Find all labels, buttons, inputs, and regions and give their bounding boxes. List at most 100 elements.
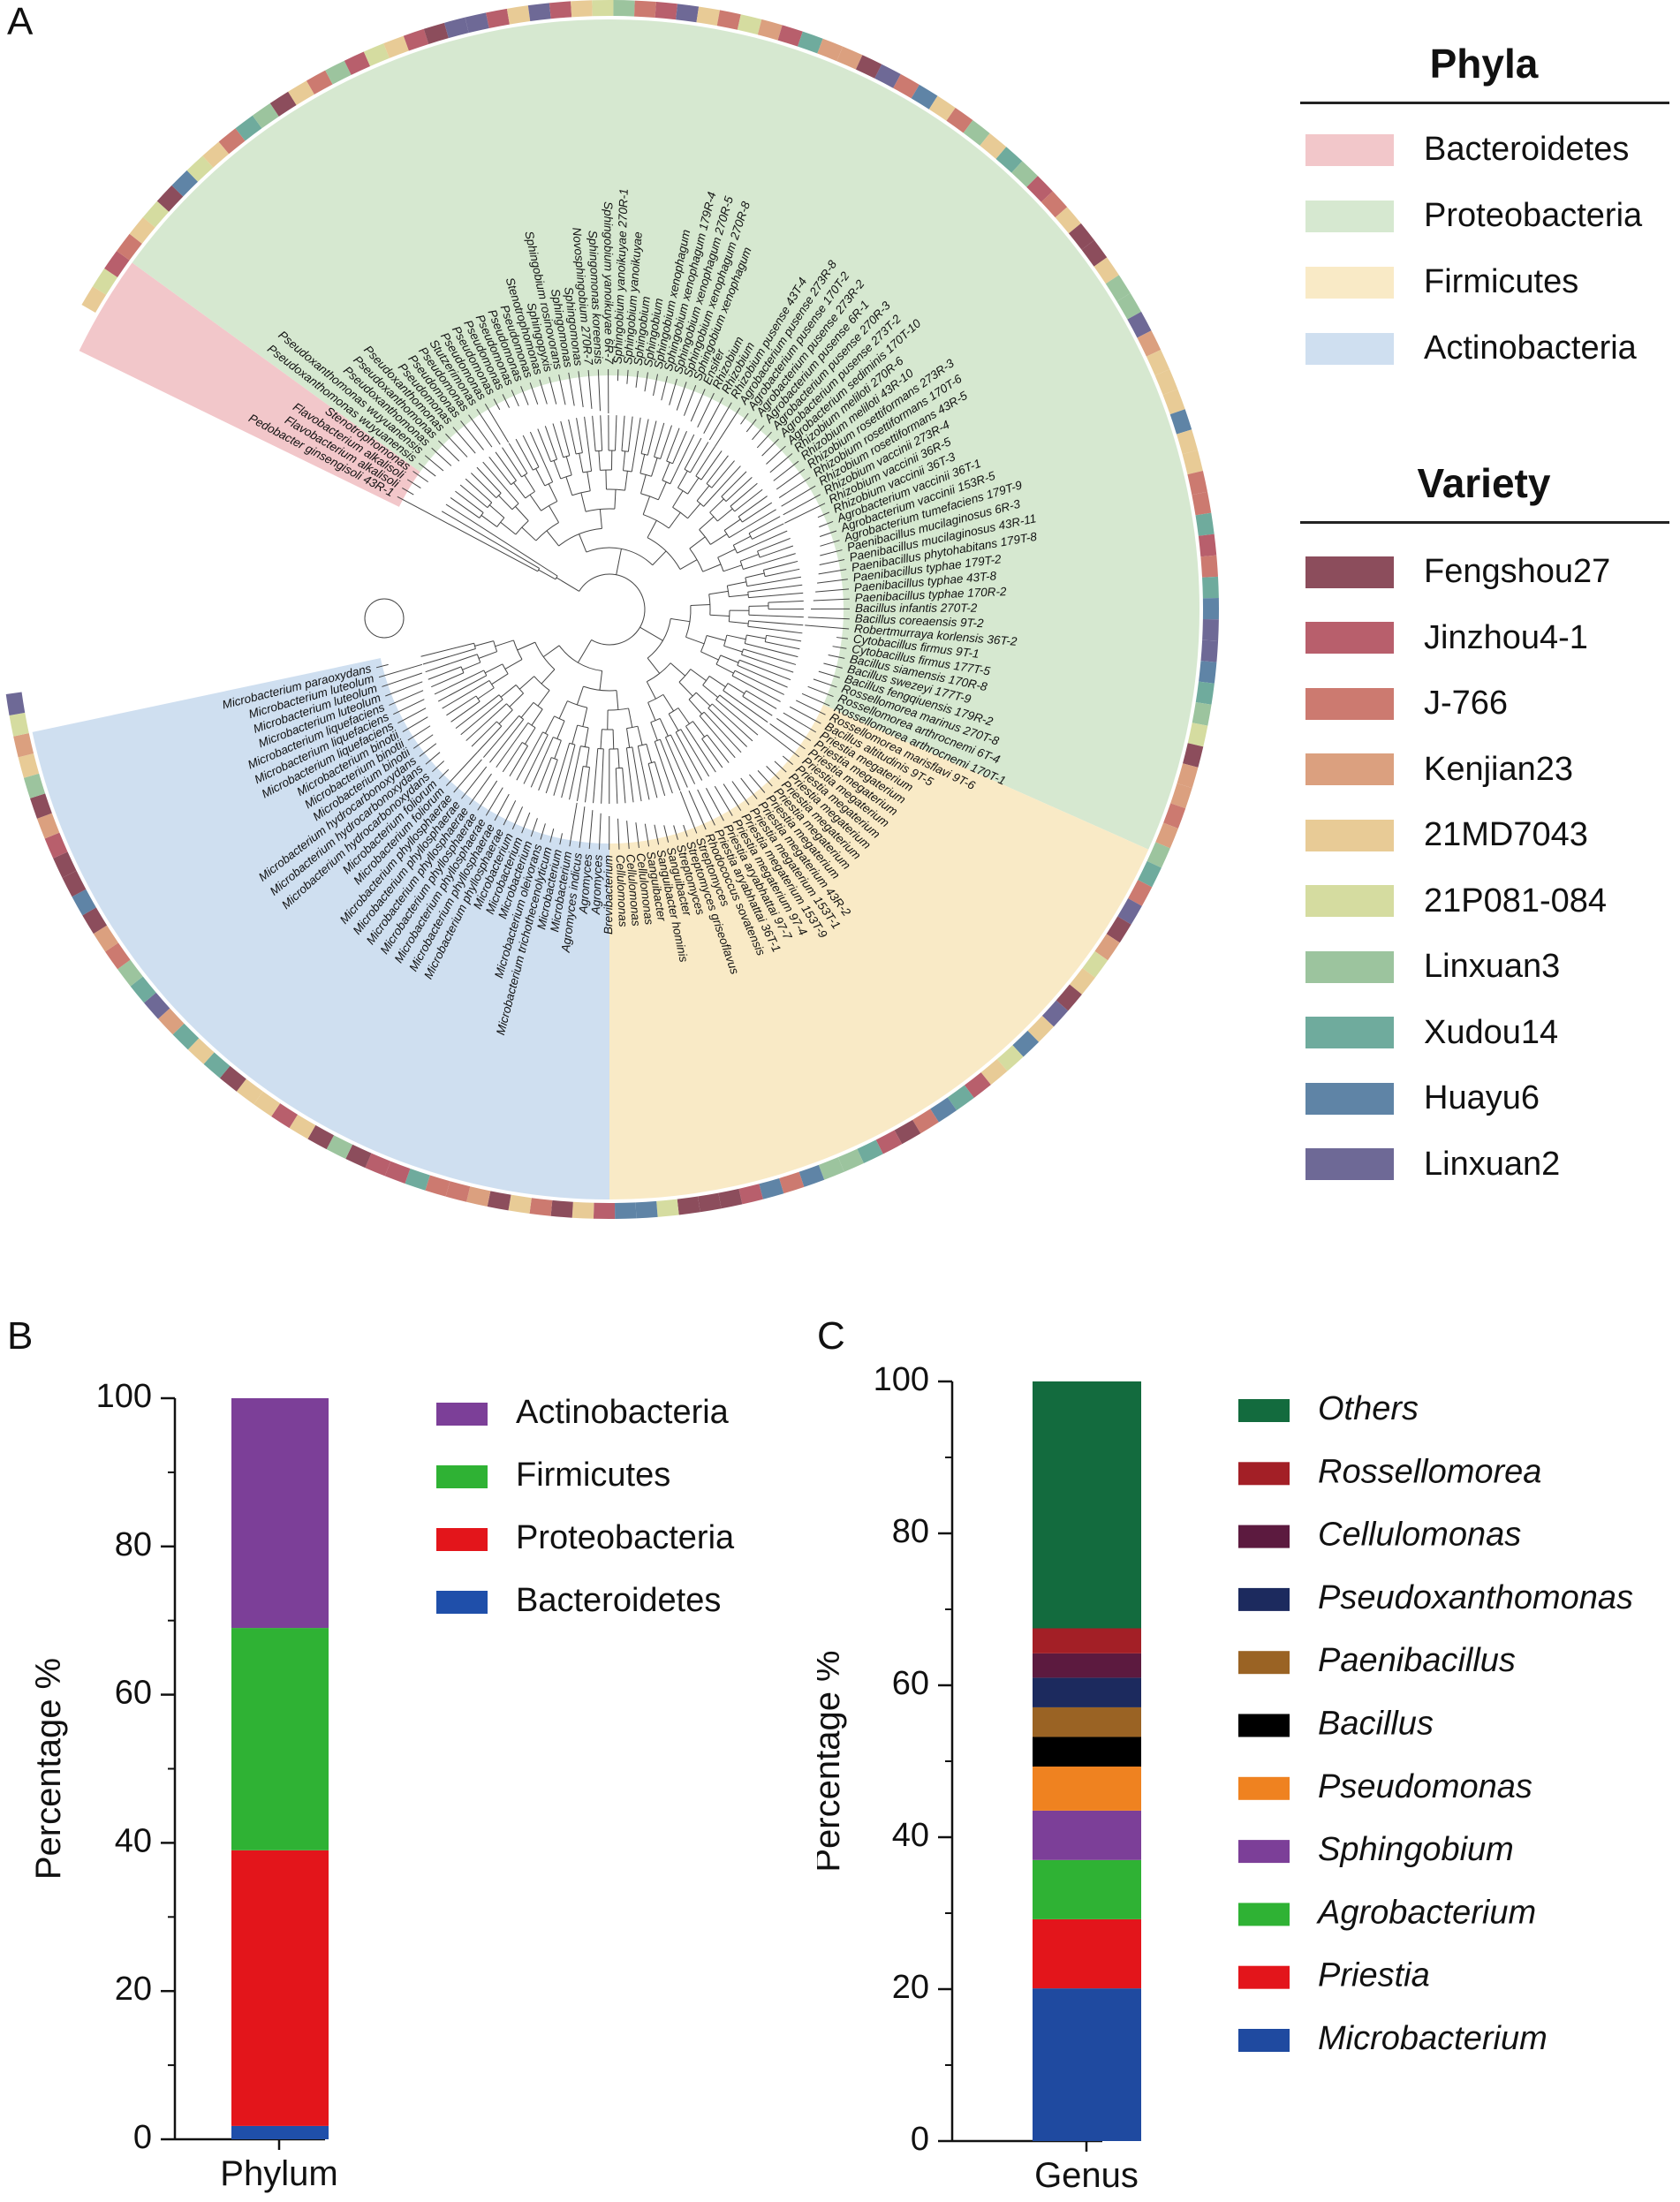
tree-leaf-label: Bacillus infantis 270T-2 <box>855 602 978 615</box>
y-tick-label: 60 <box>892 1665 929 1702</box>
variety-ring-segment <box>1187 723 1208 747</box>
tree-branch <box>678 681 693 697</box>
tree-branch <box>752 523 784 540</box>
tree-branch <box>723 564 742 572</box>
variety-ring-segment <box>62 870 87 897</box>
y-tick-label: 80 <box>892 1513 929 1550</box>
tree-branch <box>801 692 830 707</box>
phyla-legend-title: Phyla <box>1429 41 1539 87</box>
y-tick-label: 0 <box>911 2121 929 2158</box>
variety-ring-segment <box>980 1058 1008 1086</box>
tree-branch <box>726 634 746 640</box>
tree-branch <box>647 420 657 456</box>
variety-ring-segment <box>633 0 656 18</box>
y-axis-label: Percentage % <box>29 1658 68 1880</box>
tree-branch <box>783 494 821 516</box>
tree-branch <box>773 460 799 481</box>
tree-branch <box>617 748 620 768</box>
variety-ring-segment <box>779 1171 805 1194</box>
x-category-label: Genus <box>1034 2156 1139 2195</box>
tree-branch <box>577 639 593 663</box>
variety-ring-segment <box>1170 783 1192 809</box>
tree-branch <box>571 724 579 745</box>
variety-ring-segment <box>656 1199 679 1217</box>
tree-branch <box>748 614 768 617</box>
tree-branch <box>677 434 695 467</box>
bar-segment <box>1033 1859 1141 1919</box>
variety-legend-item: Linxuan3 <box>1305 948 1560 986</box>
tree-branch <box>639 626 663 641</box>
tree-branch <box>727 683 745 694</box>
variety-legend-swatch <box>1305 556 1394 588</box>
tree-branch <box>679 791 698 834</box>
tree-branch <box>579 573 646 646</box>
variety-ring-segment <box>218 128 246 155</box>
variety-ring-segment <box>1192 491 1212 516</box>
tree-branch <box>509 745 528 777</box>
tree-branch <box>541 564 558 577</box>
tree-branch <box>450 700 481 723</box>
variety-ring-segment <box>344 51 371 75</box>
tree-branch <box>453 759 482 793</box>
tree-branch <box>621 415 625 451</box>
tree-branch <box>515 506 529 521</box>
phyla-legend-swatch <box>1305 332 1394 365</box>
variety-ring-segment <box>9 712 29 737</box>
variety-legend-label: Linxuan3 <box>1424 948 1561 985</box>
tree-branch <box>530 754 546 788</box>
tree-branch <box>819 520 834 528</box>
tree-branch <box>412 734 434 749</box>
tree-branch <box>662 694 675 712</box>
variety-ring-segment <box>423 22 449 44</box>
tree-branch <box>687 503 701 519</box>
tree-branch <box>465 478 493 503</box>
tree-branch <box>769 723 806 750</box>
tree-branch <box>516 731 543 781</box>
variety-ring-segment <box>105 942 131 970</box>
variety-ring-segment <box>171 170 199 197</box>
variety-ring-segment <box>1169 409 1192 435</box>
tree-leaf-label: Sphingomonas koreensis <box>586 230 605 364</box>
variety-ring-segment <box>130 976 156 1003</box>
variety-ring-segment <box>384 1161 411 1184</box>
variety-legend-item: 21MD7043 <box>1305 816 1588 854</box>
bar-segment <box>1033 1767 1141 1811</box>
variety-legend-item: J-766 <box>1305 685 1508 723</box>
tree-branch <box>740 554 760 562</box>
variety-ring-segment <box>893 73 919 99</box>
tree-branch <box>393 699 425 715</box>
tree-branch <box>484 403 510 443</box>
tree-branch <box>397 496 438 519</box>
variety-legend-swatch <box>1305 687 1394 720</box>
tree-branch <box>703 711 742 753</box>
tree-branch <box>666 428 680 462</box>
tree-branch <box>445 503 541 566</box>
tree-branch <box>586 747 590 768</box>
tree-branch <box>672 430 687 465</box>
tree-branch <box>598 813 602 850</box>
variety-ring-segment <box>874 64 901 88</box>
tree-branch <box>653 374 659 397</box>
tree-leaf-label: Cellulomonas <box>624 853 643 927</box>
tree-branch <box>585 767 591 803</box>
bar-segment <box>1033 1737 1141 1767</box>
tree-branch <box>697 392 715 428</box>
variety-ring-segment <box>1177 429 1198 455</box>
tree-branch <box>725 477 753 502</box>
variety-ring-segment <box>365 1153 391 1177</box>
legend-swatch <box>1238 2029 1290 2052</box>
tree-branch <box>670 662 686 677</box>
tree-branch <box>553 743 571 796</box>
tree-branch <box>654 824 660 845</box>
tree-branch <box>482 461 507 489</box>
tree-branch <box>754 530 788 546</box>
tree-branch <box>685 725 697 743</box>
tree-branch <box>554 740 562 760</box>
tree-branch <box>813 678 837 688</box>
tree-branch <box>828 655 845 659</box>
tree-branch <box>757 770 773 787</box>
tree-branch <box>659 739 681 791</box>
variety-legend-item: 21P081-084 <box>1305 882 1607 920</box>
tree-branch <box>677 708 690 724</box>
